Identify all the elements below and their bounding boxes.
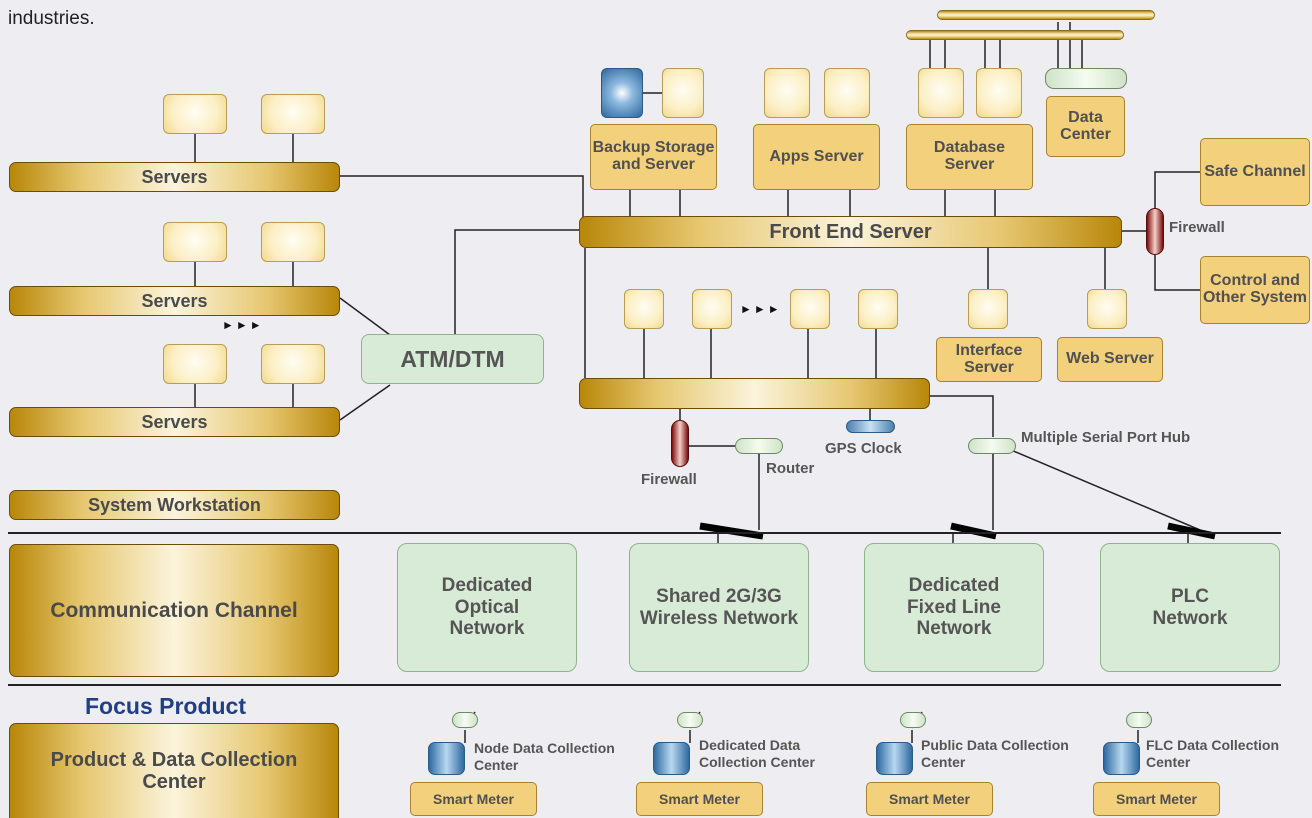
system-workstation-bar: System Workstation <box>9 490 340 520</box>
smart-meter-3: Smart Meter <box>866 782 993 816</box>
public-collection-label: Public Data Collection Center <box>921 737 1069 770</box>
network-fixed-line: Dedicated Fixed Line Network <box>864 543 1044 672</box>
dedicated-collector-icon <box>653 742 690 775</box>
server-node <box>918 68 964 118</box>
gps-clock-label: GPS Clock <box>825 440 902 457</box>
ellipsis-arrows: ►►► <box>740 302 782 316</box>
servers-bar-1: Servers <box>9 162 340 192</box>
smart-meter-2: Smart Meter <box>636 782 763 816</box>
intro-text: industries. <box>8 8 95 29</box>
server-node <box>1087 289 1127 329</box>
ellipsis-arrows: ►►► <box>222 318 264 332</box>
firewall-bottom-label: Firewall <box>641 471 697 488</box>
atm-dtm-box: ATM/DTM <box>361 334 544 384</box>
network-optical: Dedicated Optical Network <box>397 543 577 672</box>
database-bus-bottom <box>906 30 1124 40</box>
server-node <box>624 289 664 329</box>
backup-storage-server: Backup Storage and Server <box>590 124 717 190</box>
server-node <box>968 289 1008 329</box>
node-collector-icon <box>428 742 465 775</box>
web-server: Web Server <box>1057 337 1163 382</box>
serial-hub-label: Multiple Serial Port Hub <box>1021 429 1191 446</box>
dedicated-hub-icon <box>677 712 703 728</box>
smart-meter-1: Smart Meter <box>410 782 537 816</box>
router-label: Router <box>766 460 815 477</box>
firewall-icon <box>1146 208 1164 255</box>
flc-hub-icon <box>1126 712 1152 728</box>
server-node <box>976 68 1022 118</box>
database-bus-top <box>937 10 1155 20</box>
safe-channel: Safe Channel <box>1200 138 1310 206</box>
dedicated-collection-label: Dedicated Data Collection Center <box>699 737 815 770</box>
node-collection-label: Node Data Collection Center <box>474 740 615 773</box>
network-plc: PLC Network <box>1100 543 1280 672</box>
server-node <box>790 289 830 329</box>
data-center-hub <box>1045 68 1127 89</box>
interface-server: Interface Server <box>936 337 1042 382</box>
servers-bar-3: Servers <box>9 407 340 437</box>
focus-product-heading: Focus Product <box>85 693 247 719</box>
public-collector-icon <box>876 742 913 775</box>
communication-channel: Communication Channel <box>9 544 339 677</box>
divider-line <box>8 684 1281 686</box>
server-node <box>261 222 325 262</box>
flc-collection-label: FLC Data Collection Center <box>1146 737 1280 770</box>
product-data-collection-center: Product & Data Collection Center <box>9 723 339 818</box>
firewall-icon <box>671 420 689 467</box>
servers-bar-2: Servers <box>9 286 340 316</box>
front-end-server-bar: Front End Server <box>579 216 1122 248</box>
gps-clock-icon <box>846 420 895 433</box>
server-node <box>163 222 227 262</box>
server-node <box>261 94 325 134</box>
server-node <box>824 68 870 118</box>
server-node <box>662 68 704 118</box>
lan-bar <box>579 378 930 409</box>
server-node <box>163 344 227 384</box>
serial-hub-icon <box>968 438 1016 454</box>
divider-line <box>8 532 1281 534</box>
server-node <box>692 289 732 329</box>
node-hub-icon <box>452 712 478 728</box>
server-node <box>261 344 325 384</box>
router-icon <box>735 438 783 454</box>
storage-disk-icon <box>601 68 643 118</box>
server-node <box>858 289 898 329</box>
server-node <box>764 68 810 118</box>
network-wireless: Shared 2G/3G Wireless Network <box>629 543 809 672</box>
flc-collector-icon <box>1103 742 1140 775</box>
data-center: Data Center <box>1046 96 1125 157</box>
control-other-system: Control and Other System <box>1200 256 1310 324</box>
public-hub-icon <box>900 712 926 728</box>
smart-meter-4: Smart Meter <box>1093 782 1220 816</box>
database-server: Database Server <box>906 124 1033 190</box>
server-node <box>163 94 227 134</box>
firewall-right-label: Firewall <box>1169 219 1225 236</box>
apps-server: Apps Server <box>753 124 880 190</box>
